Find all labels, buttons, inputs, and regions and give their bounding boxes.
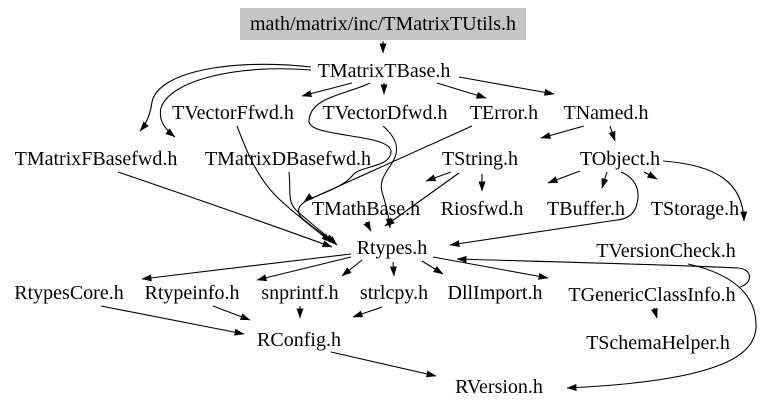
edge-rtypes-to-strl (389, 261, 397, 277)
graph-node-terror[interactable]: TError.h (469, 102, 539, 124)
edge-tbase-to-vffwd (301, 82, 353, 97)
graph-node-vffwd[interactable]: TVectorFfwd.h (172, 102, 294, 124)
edge-tbase-to-mfb (139, 63, 312, 132)
graph-node-tgci[interactable]: TGenericClassInfo.h (568, 284, 736, 306)
graph-node-utils[interactable]: math/matrix/inc/TMatrixTUtils.h (239, 8, 527, 40)
graph-node-snpf[interactable]: snprintf.h (261, 282, 339, 304)
edge-tgci-to-rtypes (456, 255, 751, 288)
edge-tbase-to-tmath (303, 82, 392, 203)
graph-node-tbuffer[interactable]: TBuffer.h (547, 198, 625, 220)
graph-node-rtyi[interactable]: Rtypeinfo.h (144, 282, 240, 304)
graph-node-rcore[interactable]: RtypesCore.h (14, 282, 124, 304)
graph-node-mdb[interactable]: TMatrixDBasefwd.h (204, 148, 372, 170)
graph-node-riosfwd[interactable]: Riosfwd.h (440, 198, 524, 220)
graph-node-strl[interactable]: strlcpy.h (359, 282, 429, 304)
edge-rtypes-to-rtyi (256, 256, 352, 282)
edge-rconf-to-rver (330, 351, 437, 378)
graph-node-tbase[interactable]: TMatrixTBase.h (317, 60, 451, 82)
edge-tstring-to-tmath (425, 171, 452, 182)
graph-node-dlli[interactable]: DllImport.h (447, 282, 543, 304)
graph-node-mfb[interactable]: TMatrixFBasefwd.h (14, 148, 178, 170)
edge-mfb-to-rtypes (117, 171, 333, 248)
edge-vffwd-to-rtypes (236, 125, 332, 243)
edge-tobject-to-tvc (662, 160, 748, 222)
graph-node-tstring[interactable]: TString.h (441, 148, 519, 170)
graph-node-vdfwd[interactable]: TVectorDfwd.h (322, 102, 448, 124)
edge-tbase-to-mdb (159, 68, 312, 138)
edge-tvc-to-rver (566, 263, 757, 392)
graph-node-rconf[interactable]: RConfig.h (257, 329, 341, 351)
edge-rtypes-to-tgci (432, 256, 549, 280)
edge-tnamed-to-tstring (540, 125, 585, 139)
edge-tnamed-to-tobject (608, 125, 616, 142)
edge-strl-to-rconf (352, 306, 383, 318)
edge-tobject-to-tstorage (643, 171, 658, 180)
edge-rtypes-to-rcore (141, 253, 352, 282)
edge-rtypes-to-dlli (421, 260, 444, 275)
graph-node-tsch[interactable]: TSchemaHelper.h (586, 332, 730, 354)
graph-node-tobject[interactable]: TObject.h (579, 148, 661, 170)
graph-node-tmath[interactable]: TMathBase.h (311, 198, 421, 220)
edge-tmath-to-rtypes (363, 220, 372, 232)
edge-tbase-to-terror (436, 82, 487, 99)
edge-rtypes-to-snpf (341, 259, 363, 277)
graph-node-rtypes[interactable]: Rtypes.h (356, 237, 428, 259)
edge-rcore-to-rconf (100, 305, 245, 336)
graph-node-tstorage[interactable]: TStorage.h (650, 198, 740, 220)
graph-node-tvc[interactable]: TVersionCheck.h (596, 240, 736, 262)
edge-tobject-to-riosfwd (547, 170, 581, 184)
edge-tbase-to-tnamed (458, 76, 555, 96)
edge-tobject-to-tbuffer (601, 171, 609, 189)
edge-rtyi-to-rconf (212, 305, 251, 321)
edge-vdfwd-to-rtypes (380, 125, 398, 229)
edge-tgci-to-tsch (650, 307, 658, 319)
edge-tstring-to-rtypes (384, 172, 460, 227)
graph-node-rver[interactable]: RVersion.h (455, 376, 543, 398)
edge-tobject-to-rtypes (449, 171, 639, 248)
graph-node-tnamed[interactable]: TNamed.h (563, 102, 649, 124)
